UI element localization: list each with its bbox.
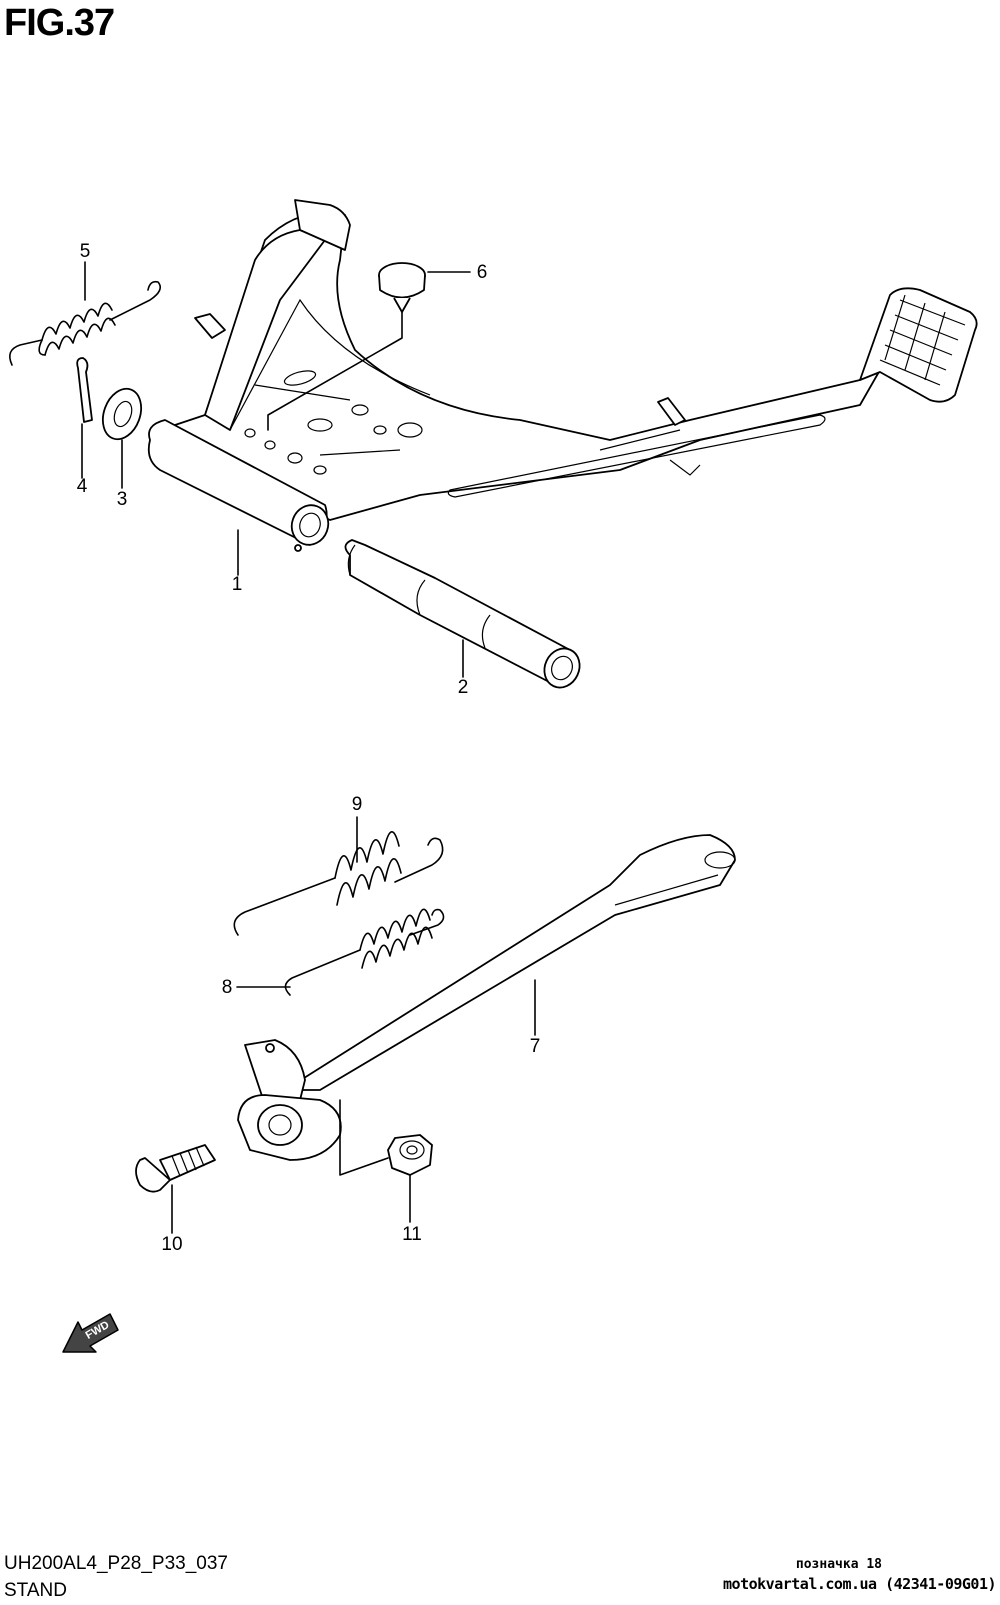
callout-3: 3 xyxy=(117,489,128,510)
callout-4: 4 xyxy=(77,476,88,497)
callout-8: 8 xyxy=(222,977,233,998)
cotter-pin xyxy=(76,357,93,423)
callout-labels: 1 2 3 4 5 6 7 8 9 10 11 xyxy=(77,241,541,1255)
callout-9: 9 xyxy=(352,794,363,815)
callout-5: 5 xyxy=(80,241,91,262)
fwd-arrow-icon: FWD xyxy=(62,1313,119,1353)
callout-1: 1 xyxy=(232,574,243,595)
callout-6: 6 xyxy=(477,262,488,283)
callout-11: 11 xyxy=(402,1224,422,1245)
figure-name: STAND xyxy=(4,1580,67,1601)
stand-stopper xyxy=(378,262,426,313)
leader-lines xyxy=(81,261,536,1234)
side-stand-spring-outer xyxy=(233,831,444,936)
side-stand xyxy=(237,834,736,1161)
figure-title: FIG.37 xyxy=(4,2,115,44)
stand-pin xyxy=(344,539,581,689)
side-stand-spring-inner xyxy=(284,908,445,996)
figure-code: UH200AL4_P28_P33_037 xyxy=(4,1553,228,1574)
callout-10: 10 xyxy=(161,1234,182,1255)
center-stand xyxy=(147,199,978,552)
washer xyxy=(101,387,143,441)
center-stand-spring xyxy=(9,280,161,366)
callout-2: 2 xyxy=(458,677,469,698)
watermark-line-2: motokvartal.com.ua (42341-09G01) xyxy=(723,1575,996,1593)
callout-7: 7 xyxy=(530,1036,541,1057)
watermark-line-1: позначка 18 xyxy=(795,1557,882,1572)
side-stand-bolt xyxy=(135,1144,216,1193)
side-stand-nut xyxy=(387,1134,433,1176)
